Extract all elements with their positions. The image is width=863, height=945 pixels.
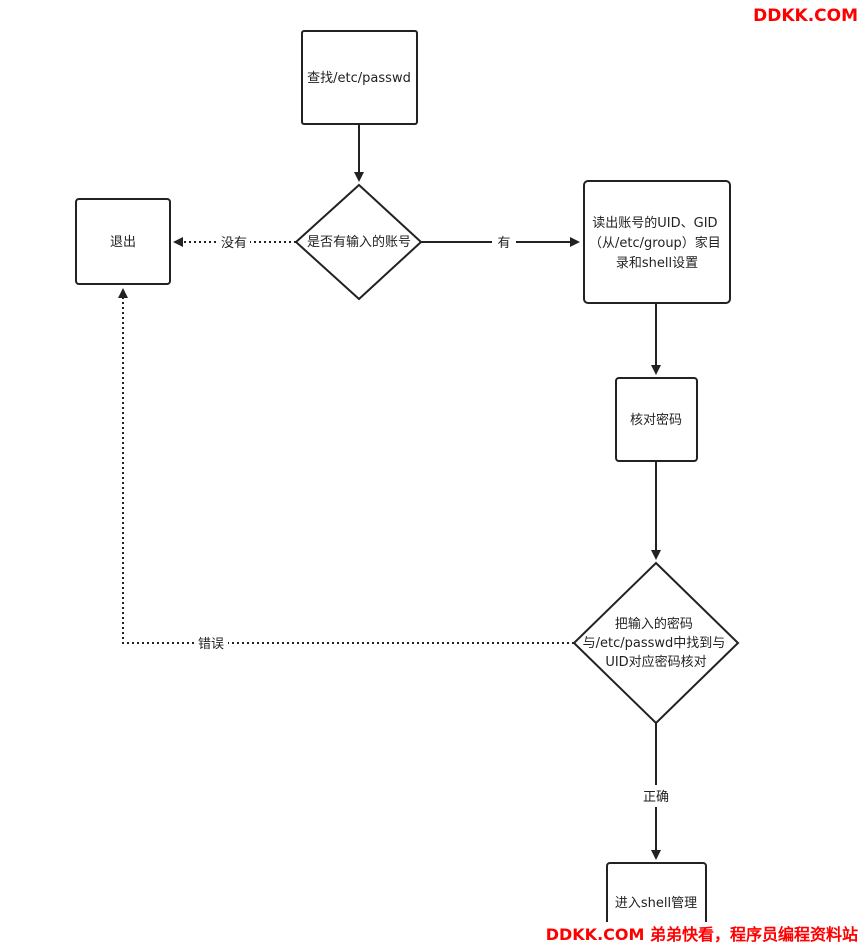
node-verify-password: 核对密码 bbox=[615, 377, 698, 462]
node-compare-line-3: UID对应密码核对 bbox=[605, 654, 706, 670]
node-read-info-line-1: 读出账号的UID、GID bbox=[592, 215, 717, 231]
node-find-passwd: 查找/etc/passwd bbox=[301, 30, 418, 125]
watermark-bottom: DDKK.COM 弟弟快看，程序员编程资料站 bbox=[546, 925, 858, 944]
node-find-passwd-label: 查找/etc/passwd bbox=[307, 71, 411, 86]
node-exit-label: 退出 bbox=[110, 235, 136, 250]
node-compare-line-1: 把输入的密码 bbox=[615, 616, 693, 632]
edge-compare-to-exit bbox=[118, 288, 574, 644]
node-has-account-label: 是否有输入的账号 bbox=[307, 234, 411, 250]
node-exit: 退出 bbox=[75, 198, 171, 285]
node-verify-password-label: 核对密码 bbox=[630, 412, 682, 428]
node-enter-shell-label: 进入shell管理 bbox=[615, 896, 697, 911]
node-read-info-line-2: （从/etc/group）家目 bbox=[589, 235, 721, 251]
edge-label-wrong: 错误 bbox=[198, 637, 224, 652]
node-compare-password-decision: 把输入的密码 与/etc/passwd中找到与 UID对应密码核对 bbox=[572, 561, 740, 725]
edge-label-correct: 正确 bbox=[643, 790, 669, 805]
node-has-account-decision: 是否有输入的账号 bbox=[294, 183, 423, 301]
node-read-account-info-text: 读出账号的UID、GID （从/etc/group）家目 录和shell设置 bbox=[589, 215, 725, 271]
edge-label-no: 没有 bbox=[221, 236, 247, 251]
node-read-info-line-3: 录和shell设置 bbox=[616, 256, 698, 271]
edge-label-yes: 有 bbox=[497, 236, 510, 251]
watermark-top: DDKK.COM bbox=[753, 6, 858, 26]
node-read-account-info: 读出账号的UID、GID （从/etc/group）家目 录和shell设置 bbox=[583, 180, 731, 304]
node-compare-password-text: 把输入的密码 与/etc/passwd中找到与 UID对应密码核对 bbox=[583, 616, 730, 670]
node-compare-line-2: 与/etc/passwd中找到与 bbox=[583, 636, 726, 651]
